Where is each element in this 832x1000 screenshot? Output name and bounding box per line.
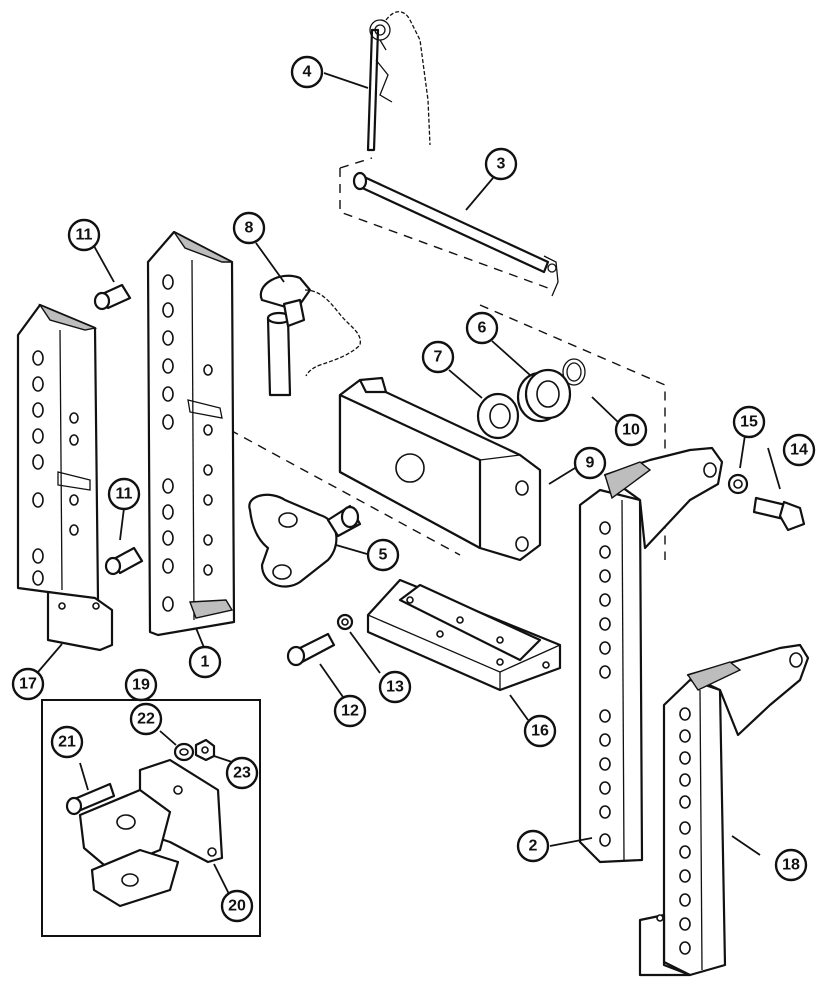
part-16-plate	[366, 578, 562, 692]
part-7-washer	[476, 392, 520, 440]
part-2-right-plate	[578, 446, 724, 864]
svg-text:17: 17	[19, 676, 37, 693]
callout-11-upper: 11	[67, 218, 101, 252]
callout-23: 23	[225, 756, 259, 790]
part-23-nut	[194, 738, 216, 762]
alignment-lines	[229, 157, 666, 560]
part-1-middle-plate	[146, 230, 236, 637]
part-22-washer	[173, 742, 195, 762]
svg-text:21: 21	[58, 734, 76, 751]
part-12-bolt	[286, 632, 336, 667]
svg-text:15: 15	[740, 414, 758, 431]
part-17-holes	[32, 350, 100, 610]
kit-19-frame	[41, 699, 261, 937]
svg-text:14: 14	[790, 442, 808, 459]
callout-18: 18	[774, 848, 808, 882]
callout-16: 16	[523, 714, 557, 748]
callout-19: 19	[124, 668, 158, 702]
part-17-left-plate	[16, 303, 114, 652]
callout-20: 20	[220, 889, 254, 923]
part-9-block	[338, 376, 542, 562]
svg-text:7: 7	[434, 349, 443, 366]
svg-text:9: 9	[586, 455, 595, 472]
part-14-bolt	[752, 496, 806, 532]
svg-text:5: 5	[379, 547, 388, 564]
svg-text:18: 18	[782, 857, 800, 874]
svg-text:19: 19	[132, 677, 150, 694]
callout-2: 2	[516, 829, 550, 863]
callout-15: 15	[732, 405, 766, 439]
svg-text:1: 1	[201, 654, 210, 671]
callout-1: 1	[188, 645, 222, 679]
part-6-bushing	[516, 368, 572, 423]
part-11-bolt-lower	[104, 546, 144, 576]
callout-22: 22	[129, 702, 163, 736]
svg-text:2: 2	[529, 838, 538, 855]
svg-text:11: 11	[116, 486, 133, 503]
svg-text:3: 3	[497, 156, 506, 173]
svg-text:8: 8	[245, 220, 254, 237]
part-2-holes	[599, 521, 611, 847]
svg-text:13: 13	[386, 679, 404, 696]
callout-8: 8	[232, 211, 266, 245]
part-15-washer	[727, 473, 749, 495]
part-1-holes	[162, 274, 213, 612]
svg-text:11: 11	[76, 227, 93, 244]
callout-6: 6	[465, 311, 499, 345]
callout-17: 17	[11, 667, 45, 701]
svg-text:16: 16	[531, 723, 549, 740]
callout-12: 12	[333, 694, 367, 728]
part-11-bolt-upper	[93, 283, 132, 311]
svg-text:22: 22	[137, 711, 155, 728]
svg-text:20: 20	[228, 898, 246, 915]
part-13-washer	[336, 613, 354, 631]
part-20-hitch-bracket	[78, 758, 224, 908]
part-18-far-right-plate	[638, 643, 810, 977]
part-3-long-pin	[352, 171, 559, 297]
callout-10: 10	[614, 413, 648, 447]
callout-9: 9	[573, 446, 607, 480]
part-21-bolt	[65, 782, 116, 816]
part-10-snap-ring	[562, 358, 586, 386]
svg-text:12: 12	[341, 703, 359, 720]
svg-text:6: 6	[478, 320, 487, 337]
svg-text:23: 23	[233, 765, 251, 782]
part-5-swivel-clevis	[248, 493, 362, 588]
callout-5: 5	[366, 538, 400, 572]
svg-text:10: 10	[622, 422, 640, 439]
callout-14: 14	[782, 433, 816, 467]
callout-3: 3	[484, 147, 518, 181]
callout-13: 13	[378, 670, 412, 704]
leader-lines	[37, 72, 781, 897]
part-4-hitch-pin-with-chain	[366, 11, 431, 152]
part-8-pin-with-chain	[259, 274, 361, 397]
callout-4: 4	[290, 55, 324, 89]
svg-text:4: 4	[303, 64, 312, 81]
callout-11-lower: 11	[107, 477, 141, 511]
callout-7: 7	[421, 340, 455, 374]
callout-21: 21	[50, 725, 84, 759]
part-18-holes	[656, 707, 691, 955]
